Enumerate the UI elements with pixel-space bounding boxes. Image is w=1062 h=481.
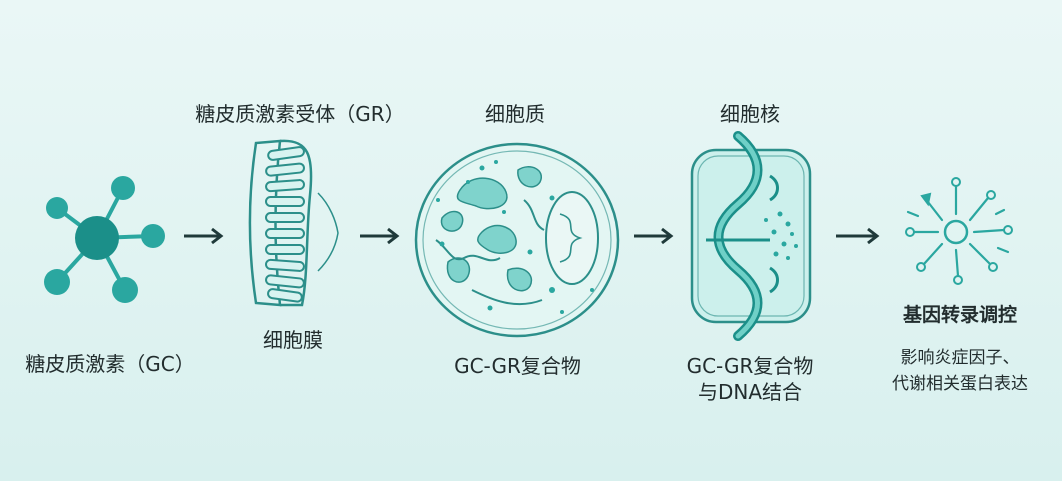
arrow-right-icon xyxy=(358,226,402,246)
membrane-label: 细胞膜 xyxy=(263,328,323,352)
gene-regulation-icon xyxy=(900,176,1020,288)
arrow-right-icon xyxy=(182,226,226,246)
cytoplasm-cell-icon xyxy=(412,140,622,340)
receptor-label: 糖皮质激素受体（GR） xyxy=(195,102,405,126)
nucleus-label: 细胞核 xyxy=(720,102,780,126)
gene-regulation-title: 基因转录调控 xyxy=(902,304,1017,326)
cell-membrane-receptor-icon xyxy=(238,135,348,310)
gc-label: 糖皮质激素（GC） xyxy=(25,352,195,376)
complex-dna-label-line2: 与DNA结合 xyxy=(697,380,803,404)
complex-label: GC-GR复合物 xyxy=(454,354,581,378)
complex-dna-label-line1: GC-GR复合物 xyxy=(686,354,814,378)
gc-molecule-icon xyxy=(35,170,175,310)
cytoplasm-label: 细胞质 xyxy=(485,102,545,126)
nucleus-dna-icon xyxy=(688,131,814,341)
gene-regulation-desc-line2: 代谢相关蛋白表达 xyxy=(892,374,1028,394)
arrow-right-icon xyxy=(632,226,676,246)
gene-regulation-desc-line1: 影响炎症因子、 xyxy=(900,348,1020,368)
arrow-right-icon xyxy=(834,226,882,246)
